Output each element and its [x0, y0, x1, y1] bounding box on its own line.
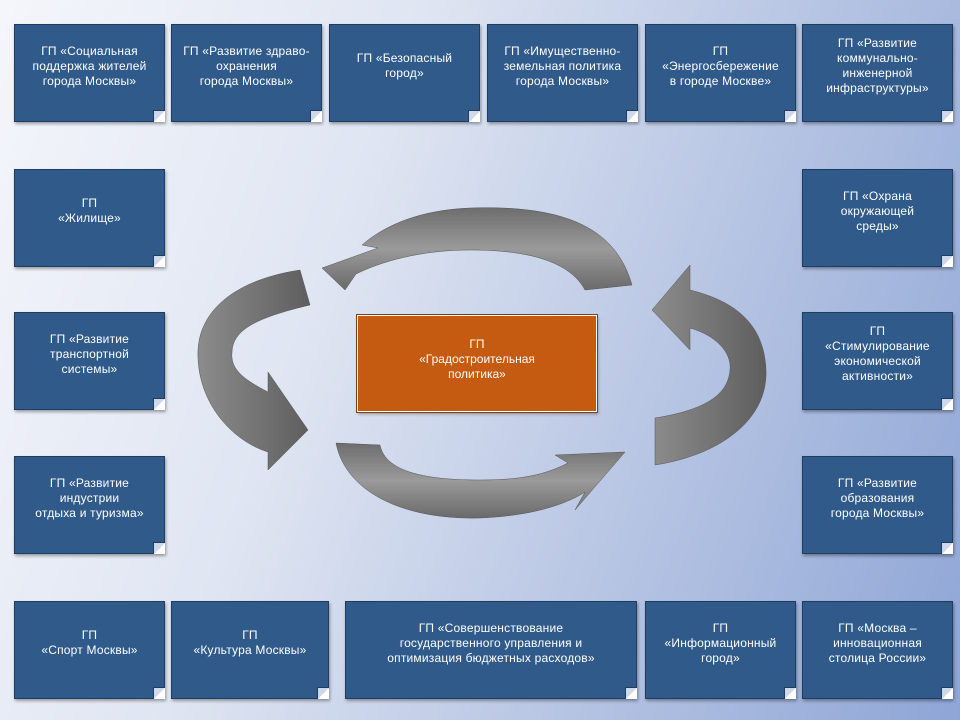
- program-innovation: ГП «Москва – инновационная столица Росси…: [802, 601, 953, 699]
- program-housing: ГП «Жилище»: [14, 169, 165, 267]
- fold-corner-icon: [153, 255, 165, 267]
- fold-corner-icon: [941, 110, 953, 122]
- arrow-left: [197, 269, 311, 471]
- fold-corner-icon: [153, 110, 165, 122]
- fold-corner-icon: [153, 542, 165, 554]
- program-economy: ГП «Стимулирование экономической активно…: [802, 312, 953, 410]
- program-education-label: ГП «Развитие образования города Москвы»: [830, 475, 925, 520]
- program-health: ГП «Развитие здраво- охранения города Мо…: [171, 24, 322, 122]
- program-environment: ГП «Охрана окружающей среды»: [802, 169, 953, 267]
- program-leisure-label: ГП «Развитие индустрии отдыха и туризма»: [35, 475, 144, 520]
- program-info-label: ГП «Информационный город»: [664, 620, 777, 665]
- program-property-label: ГП «Имущественно- земельная политика гор…: [503, 43, 622, 88]
- fold-corner-icon: [941, 255, 953, 267]
- fold-corner-icon: [941, 542, 953, 554]
- program-safe: ГП «Безопасный город»: [329, 24, 480, 122]
- program-economy-label: ГП «Стимулирование экономической активно…: [825, 324, 930, 383]
- program-education: ГП «Развитие образования города Москвы»: [802, 456, 953, 554]
- program-energy-label: ГП «Энергосбережение в городе Москве»: [662, 43, 779, 88]
- program-transport: ГП «Развитие транспортной системы»: [14, 312, 165, 410]
- program-innovation-label: ГП «Москва – инновационная столица Росси…: [828, 620, 927, 665]
- program-energy: ГП «Энергосбережение в городе Москве»: [645, 24, 796, 122]
- program-health-label: ГП «Развитие здраво- охранения города Мо…: [183, 43, 310, 88]
- fold-corner-icon: [310, 110, 322, 122]
- program-infra-label: ГП «Развитие коммунально- инженерной инф…: [826, 36, 929, 95]
- fold-corner-icon: [468, 110, 480, 122]
- program-info: ГП «Информационный город»: [645, 601, 796, 699]
- program-sport: ГП «Спорт Москвы»: [14, 601, 165, 699]
- fold-corner-icon: [153, 398, 165, 410]
- arrow-right: [651, 264, 767, 466]
- arrow-bottom: [335, 442, 626, 519]
- program-governance: ГП «Совершенствование государственного у…: [345, 601, 637, 699]
- program-safe-label: ГП «Безопасный город»: [356, 51, 453, 80]
- fold-corner-icon: [317, 687, 329, 699]
- fold-corner-icon: [625, 687, 637, 699]
- program-leisure: ГП «Развитие индустрии отдыха и туризма»: [14, 456, 165, 554]
- program-culture: ГП «Культура Москвы»: [171, 601, 329, 699]
- fold-corner-icon: [626, 110, 638, 122]
- fold-corner-icon: [784, 687, 796, 699]
- program-governance-label: ГП «Совершенствование государственного у…: [387, 620, 595, 665]
- fold-corner-icon: [784, 110, 796, 122]
- fold-corner-icon: [941, 687, 953, 699]
- program-property: ГП «Имущественно- земельная политика гор…: [487, 24, 638, 122]
- fold-corner-icon: [941, 398, 953, 410]
- program-infra: ГП «Развитие коммунально- инженерной инф…: [802, 24, 953, 122]
- program-sport-label: ГП «Спорт Москвы»: [41, 628, 138, 657]
- program-transport-label: ГП «Развитие транспортной системы»: [49, 331, 130, 376]
- program-culture-label: ГП «Культура Москвы»: [193, 628, 307, 657]
- fold-corner-icon: [153, 687, 165, 699]
- center-program: ГП «Градостроительная политика»: [356, 314, 598, 413]
- program-social: ГП «Социальная поддержка жителей города …: [14, 24, 165, 122]
- program-housing-label: ГП «Жилище»: [58, 196, 121, 225]
- program-social-label: ГП «Социальная поддержка жителей города …: [32, 43, 147, 88]
- program-environment-label: ГП «Охрана окружающей среды»: [840, 188, 915, 233]
- center-program-label: ГП «Градостроительная политика»: [419, 337, 535, 381]
- arrow-top: [321, 207, 633, 291]
